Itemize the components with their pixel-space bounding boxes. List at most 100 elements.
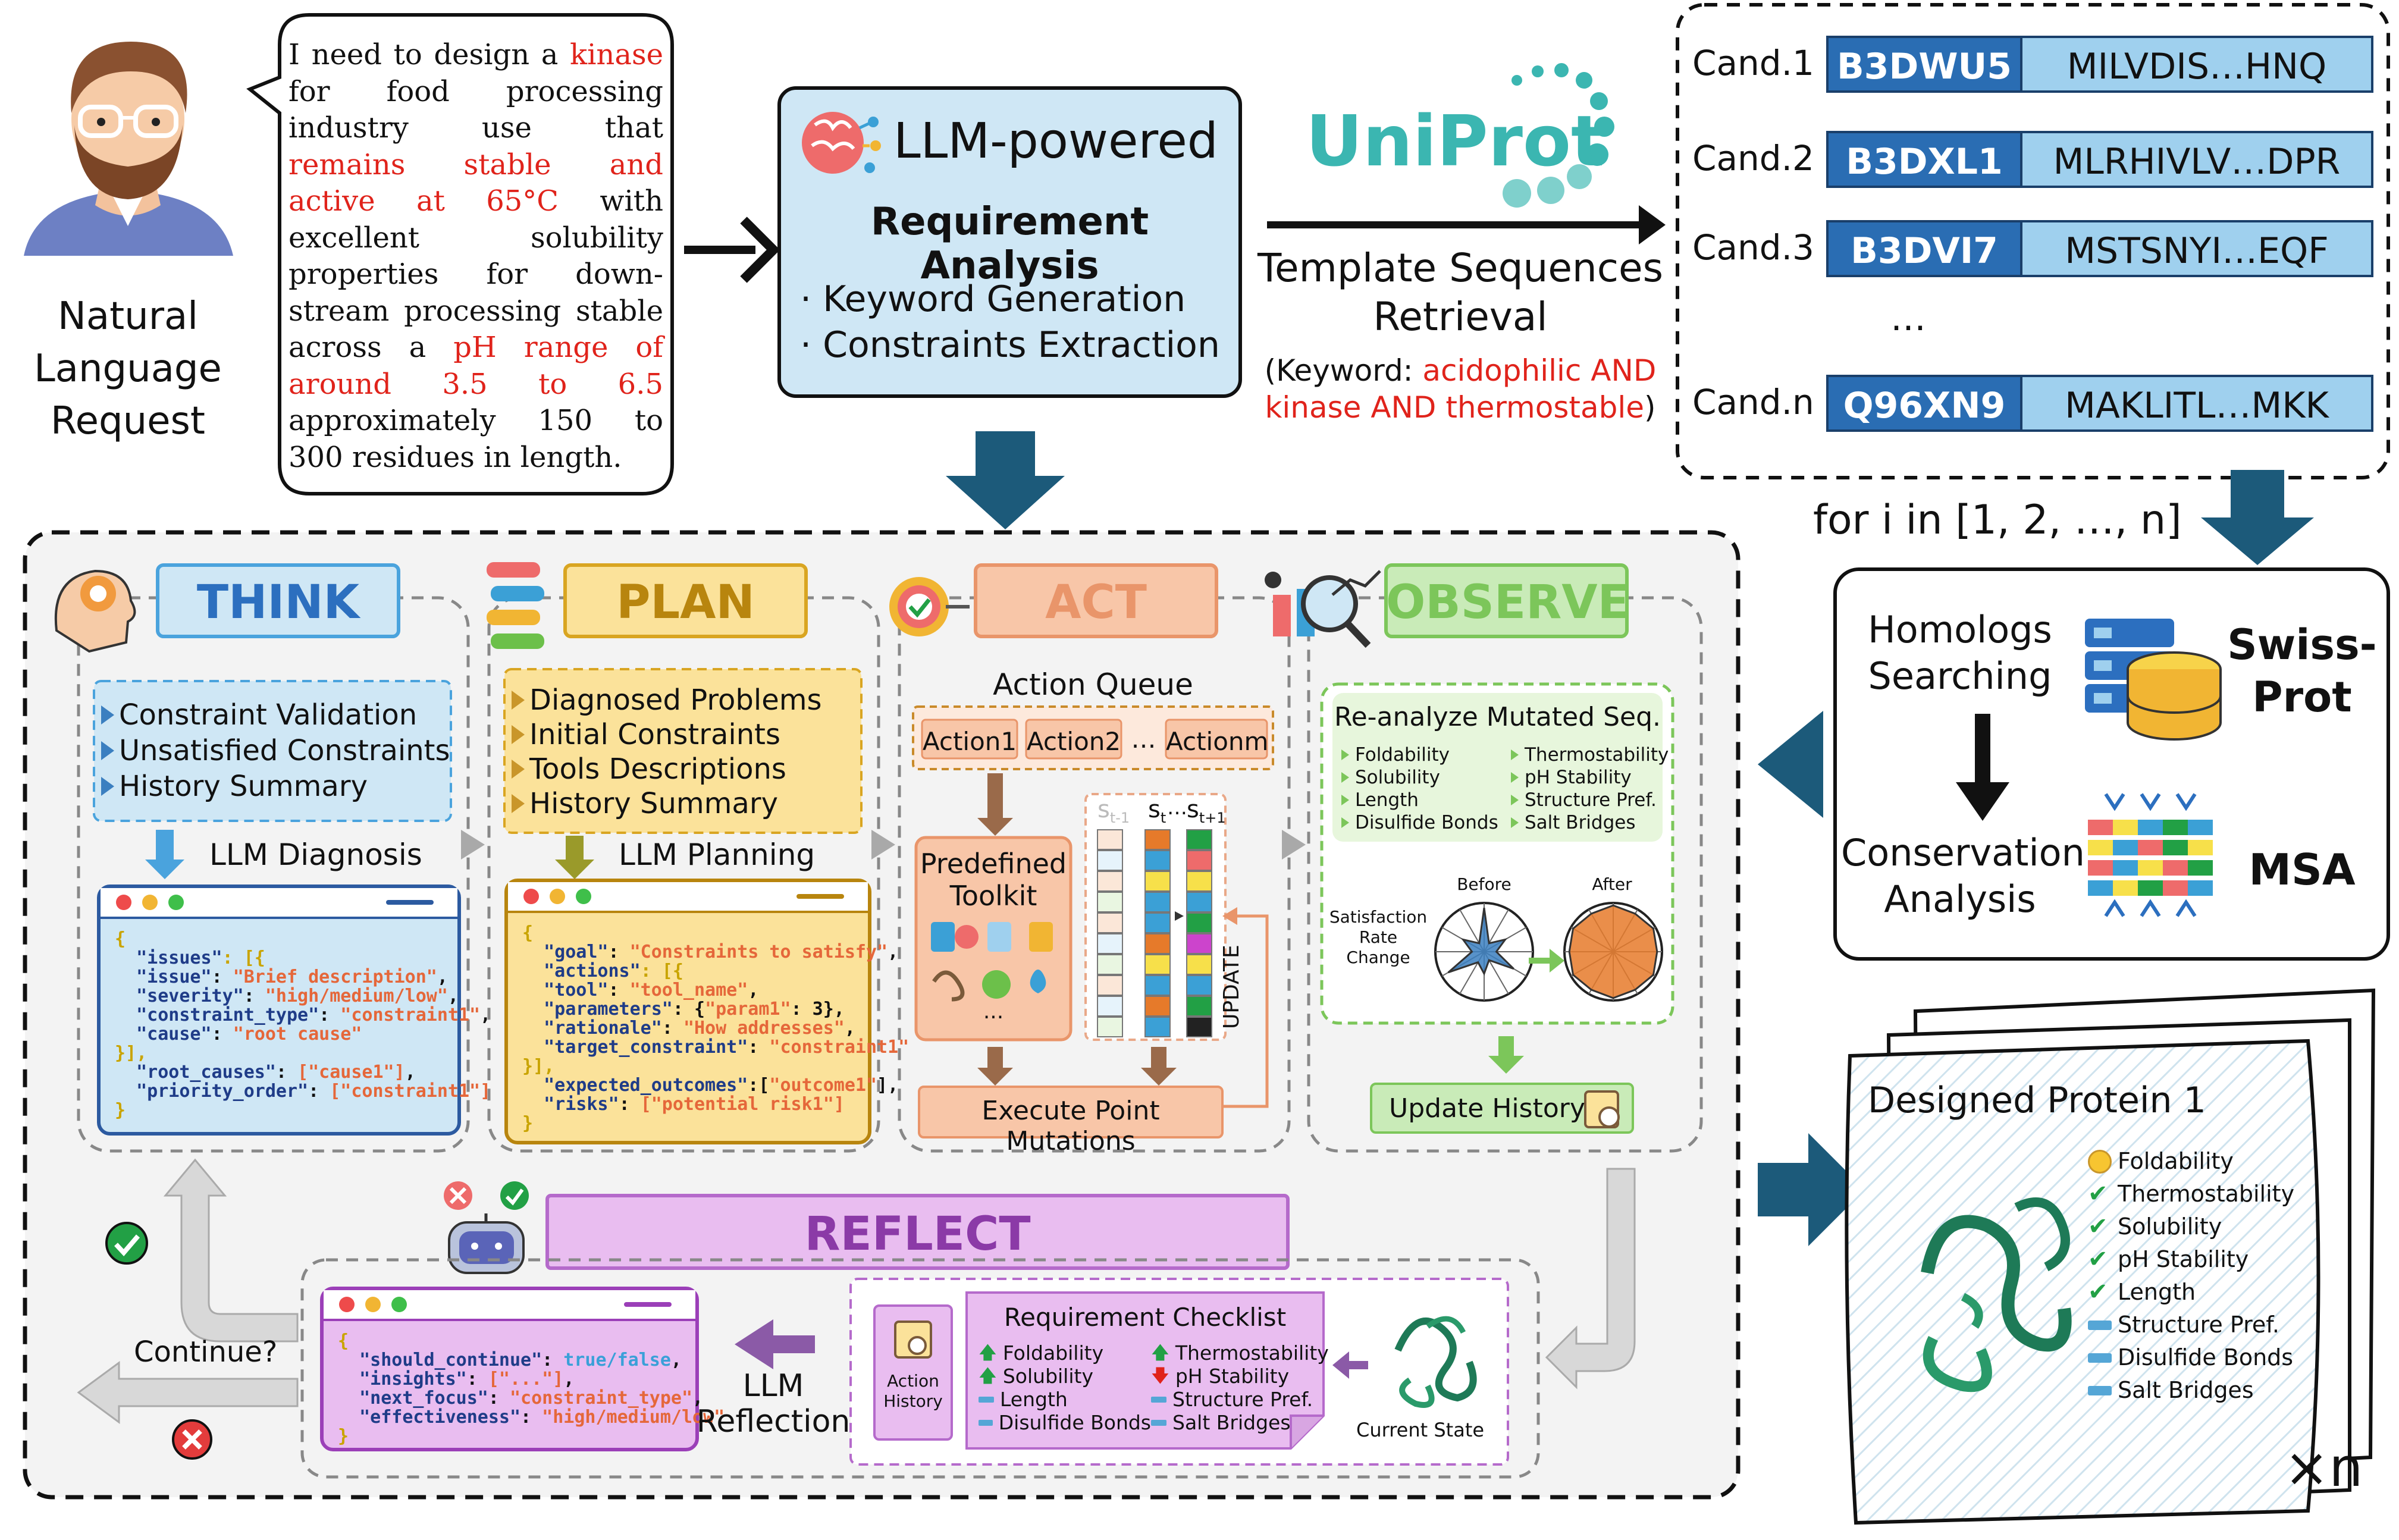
code-line: }], (115, 1044, 443, 1063)
state-cell (1186, 1017, 1212, 1037)
arrow-homologs-to-conservation (1956, 714, 2009, 821)
code-line: "risks": ["potential risk1"] (522, 1095, 854, 1114)
triangle-bullet-icon (1511, 749, 1519, 760)
msa-cell (2138, 840, 2163, 855)
request-text-segment: remains stable and (288, 148, 663, 181)
action-item-2: Action2 (1026, 727, 1121, 756)
check-icon: ✔ (2088, 1213, 2108, 1240)
checklist-item: Length (979, 1388, 1151, 1411)
code-line: { (522, 924, 854, 943)
homologs-searching: Homologs Searching (1850, 607, 2070, 700)
arrow-up-icon: 🡅 (979, 1366, 997, 1387)
state-dots: … (1167, 796, 1187, 820)
flat-bar-icon (2088, 1320, 2112, 1330)
code-token: "constraint1" (769, 1037, 910, 1058)
code-token: , (692, 1388, 704, 1409)
designed-protein-structure-icon (1921, 1197, 2072, 1392)
request-text-segment: properties for down- (288, 258, 663, 291)
candidate-id: Q96XN9 (1826, 375, 2022, 432)
llm-reflection-line: Reflection (696, 1404, 851, 1439)
state-cell (1097, 933, 1123, 954)
request-label-line: Natural (57, 294, 199, 338)
code-token: , (844, 1018, 855, 1039)
state-sub: t+1 (1199, 810, 1226, 826)
code-token: }], (115, 1043, 148, 1064)
request-label: Natural Language Request (18, 290, 238, 447)
state-sub: t (1160, 810, 1166, 826)
bullet-item: Diagnosed Problems (512, 683, 821, 717)
designed-property-label: Foldability (2118, 1148, 2234, 1174)
action-item-m: Actionm (1166, 727, 1269, 756)
arrow-think-down (145, 830, 184, 879)
request-text-segment: for food processing (288, 74, 663, 108)
chevron-think-to-plan-icon (461, 830, 485, 860)
msa-cell (2113, 860, 2138, 876)
code-token: "high/medium/low" (542, 1407, 725, 1428)
observe-title: OBSERVE (1386, 576, 1629, 629)
radar-after-label: After (1592, 874, 1632, 894)
flat-bar-icon (979, 1396, 994, 1403)
designed-property-label: Structure Pref. (2118, 1312, 2279, 1338)
code-token: { (522, 923, 534, 943)
llm-item-constraints: · Constraints Extraction (800, 324, 1220, 366)
code-token: "goal" (522, 942, 609, 962)
reflect-title-box (545, 1194, 1290, 1270)
candidate-sequence: MAKLITL…MKK (2022, 375, 2373, 432)
metric-item: Disulfide Bonds (1341, 811, 1498, 834)
homologs-line: Homologs (1868, 608, 2052, 651)
checklist-label: Disulfide Bonds (998, 1411, 1151, 1434)
state-cell (1097, 912, 1123, 933)
request-text-segment: across a (288, 331, 454, 364)
checklist-label: Structure Pref. (1172, 1388, 1313, 1411)
msa-icon (2088, 793, 2213, 917)
action-history-box (873, 1304, 953, 1441)
bullet-text: History Summary (529, 787, 778, 820)
candidate-id: B3DWU5 (1826, 36, 2022, 93)
conservation-analysis: Conservation Analysis (1841, 830, 2085, 923)
code-token: : (661, 1018, 683, 1039)
code-token: "constraint1" (340, 1005, 481, 1025)
code-token: "Brief description" (233, 967, 437, 987)
checklist-label: Salt Bridges (1172, 1411, 1291, 1434)
homologs-box (1833, 567, 2390, 961)
request-label-line: Language (34, 347, 222, 391)
request-text-segment: industry use that (288, 111, 663, 145)
reflect-phase-box (300, 1258, 1540, 1479)
designed-property: ✔Thermostability (2088, 1178, 2294, 1210)
requirement-checklist: 🡅Foldability🡅Thermostability🡅Solubility🡇… (979, 1341, 1329, 1434)
request-text-segment: active at 65°C (288, 184, 559, 218)
designed-property-label: Length (2118, 1279, 2196, 1305)
bullet-item: History Summary (512, 786, 821, 821)
code-token: } (115, 1100, 126, 1121)
flat-bar-icon (2088, 1385, 2112, 1395)
code-token: "risks" (522, 1094, 619, 1115)
think-title: THINK (196, 576, 360, 629)
code-line: }], (522, 1057, 854, 1076)
code-line: "target_constraint": "constraint1" (522, 1037, 909, 1058)
checklist-label: Thermostability (1175, 1341, 1329, 1365)
request-label-line: Request (51, 399, 205, 443)
code-token: "target_constraint" (522, 1037, 748, 1058)
plan-code-window: { "goal": "Constraints to satisfy", "act… (504, 879, 909, 1144)
reflect-code-window: { "should_continue": true/false, "insigh… (320, 1287, 725, 1451)
request-line: stream processing stable (288, 293, 663, 330)
request-line: excellent solubility (288, 220, 663, 257)
msa-cell (2188, 860, 2213, 876)
triangle-bullet-icon (512, 794, 525, 813)
code-token: : (608, 980, 630, 1000)
metric-label: Structure Pref. (1525, 789, 1657, 811)
reanalyze-panel-fill (1332, 693, 1663, 842)
think-code-window: { "issues": [{ "issue": "Brief descripti… (97, 885, 491, 1136)
triangle-bullet-icon (1341, 772, 1349, 783)
keyword-prefix: (Keyword: (1264, 353, 1423, 388)
candidate-label: Cand.1 (1692, 43, 1814, 83)
bullet-text: Constraint Validation (119, 698, 418, 732)
designed-property: Structure Pref. (2088, 1309, 2294, 1341)
arrow-llm-to-loop (946, 431, 1065, 529)
action-item-1: Action1 (922, 727, 1017, 756)
request-line: remains stable and (288, 147, 663, 184)
request-text-segment: kinase (569, 38, 663, 71)
code-line: "issues": [{ (115, 949, 443, 968)
